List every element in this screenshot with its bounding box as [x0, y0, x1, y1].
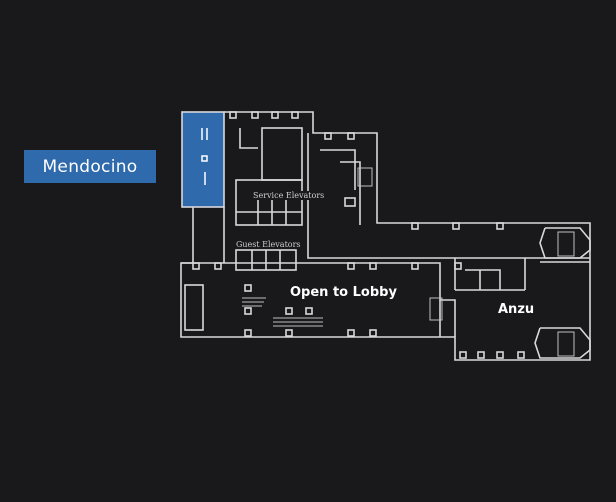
anzu-label: Anzu	[498, 302, 535, 317]
mendocino-room[interactable]	[181, 111, 225, 208]
stairs	[242, 167, 575, 357]
columns	[192, 111, 525, 359]
mendocino-fixtures	[201, 128, 208, 185]
mendocino-label[interactable]: Mendocino	[24, 150, 156, 183]
service-elevators-label: Service Elevators	[252, 191, 326, 200]
walls	[180, 111, 591, 361]
open-to-lobby-label: Open to Lobby	[290, 285, 397, 300]
guest-elevators-label: Guest Elevators	[235, 240, 302, 249]
